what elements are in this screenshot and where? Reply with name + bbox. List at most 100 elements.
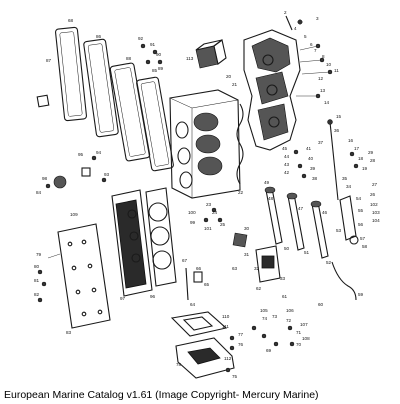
thermostat-cap (81, 167, 91, 177)
callout-label: 8 (322, 54, 325, 59)
bolt (91, 155, 97, 161)
callout-label: 98 (42, 176, 48, 181)
callout-label: 70 (296, 342, 302, 347)
callout-label: 43 (284, 162, 290, 167)
callout-label: 38 (312, 176, 318, 181)
callout-label: 50 (284, 246, 290, 251)
bolt-line (301, 71, 331, 75)
bolt (203, 217, 209, 223)
callout-label: 36 (334, 128, 340, 133)
adapter-throat (187, 347, 221, 365)
block-bore (268, 116, 280, 128)
adapter-gasket-hole (182, 316, 214, 331)
block-outline (243, 29, 301, 151)
callout-label: 93 (104, 172, 110, 177)
callout-label: 106 (286, 308, 294, 313)
box-part-113 (195, 39, 227, 69)
callout-label: 14 (324, 100, 330, 105)
cover-gasket-1 (54, 26, 88, 122)
cover-plate-4-inner (140, 81, 170, 167)
gasket-ring-3 (152, 250, 172, 270)
cylinder-block-outline (169, 89, 241, 199)
callout-label: 72 (286, 318, 292, 323)
callout-label: 12 (318, 76, 324, 81)
shaft-end (327, 119, 333, 125)
callout-label: 51 (304, 250, 310, 255)
callout-label: 33 (280, 276, 286, 281)
bolt (327, 69, 333, 75)
thermostat-parts (45, 155, 107, 189)
shaft-rod (329, 121, 339, 201)
cylinder-block (169, 89, 244, 199)
callout-label: 5 (304, 34, 307, 39)
callout-label: 74 (262, 316, 268, 321)
callout-label: 44 (284, 154, 290, 159)
bolt (37, 269, 43, 275)
gasket-outline (145, 187, 177, 287)
callout-label: 32 (254, 266, 260, 271)
callout-label: 63 (232, 266, 238, 271)
callout-label: 24 (212, 210, 218, 215)
callout-label: 95 (78, 152, 84, 157)
catalog-caption: European Marine Catalog v1.61 (Image Cop… (4, 389, 319, 401)
callout-label: 39 (310, 166, 316, 171)
bolt (319, 57, 325, 63)
top-stud (285, 15, 293, 31)
block-mid-face (255, 71, 289, 105)
callout-label: 62 (256, 286, 262, 291)
callout-label: 22 (238, 190, 244, 195)
bolt (315, 43, 321, 49)
box-side (213, 39, 227, 65)
callout-label: 109 (70, 212, 78, 217)
bolt (152, 49, 158, 55)
adapter-gasket (170, 311, 228, 337)
rod-big-end (264, 186, 276, 194)
callout-label: 56 (358, 222, 364, 227)
callout-label: 84 (36, 190, 42, 195)
callout-label: 112 (224, 356, 232, 361)
plate-hole (87, 263, 93, 269)
exhaust-plate-outline (57, 223, 111, 329)
cylinder-head-left (111, 189, 153, 297)
callout-label: 27 (372, 182, 378, 187)
callout-label: 19 (362, 166, 368, 171)
callout-label: 83 (66, 330, 72, 335)
leader (47, 253, 61, 259)
left-bottom-hardware (37, 253, 61, 303)
bolt (297, 19, 303, 25)
cover-plate-group (36, 26, 174, 172)
callout-label: 107 (300, 322, 308, 327)
callout-label: 76 (238, 342, 244, 347)
cover-plate-2-inner (87, 43, 115, 133)
callout-label: 42 (284, 170, 290, 175)
bolt (140, 43, 146, 49)
callout-label: 75 (232, 374, 238, 379)
hose (331, 261, 357, 301)
seal-strip (236, 103, 244, 185)
bracket (255, 245, 281, 283)
head-outline (111, 189, 153, 297)
block-bore (262, 54, 274, 66)
bolt (41, 281, 47, 287)
bolt (251, 325, 257, 331)
callout-label: 34 (346, 184, 352, 189)
cover-plate-4 (136, 76, 174, 172)
callout-label: 2 (284, 10, 287, 15)
bolt (45, 183, 51, 189)
bolt (229, 345, 235, 351)
crank-bearing (349, 235, 359, 245)
callout-label: 89 (158, 66, 164, 71)
callout-label: 96 (150, 294, 156, 299)
bracket-center (261, 255, 275, 269)
bolt (261, 333, 267, 339)
port (177, 147, 191, 165)
bolt-line (299, 59, 323, 63)
exhaust-cover-plate (57, 223, 111, 329)
plate-hole (91, 287, 97, 293)
callout-label: 79 (36, 252, 42, 257)
callout-label: 21 (232, 82, 238, 87)
callout-label: 6 (310, 42, 313, 47)
connecting-rods (264, 119, 359, 259)
callout-label: 102 (370, 202, 378, 207)
